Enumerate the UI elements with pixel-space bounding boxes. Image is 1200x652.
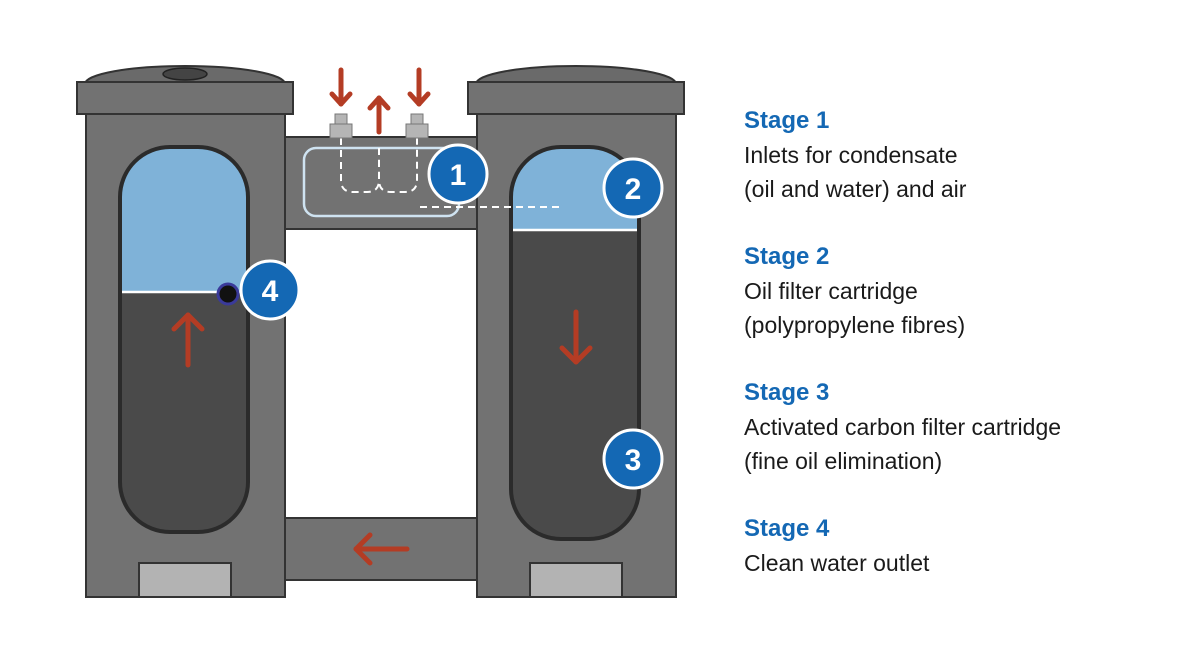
stage-title: Stage 2 (744, 243, 830, 270)
left-cartridge-filter (120, 292, 248, 532)
stage-text: Oil filter cartridge (744, 278, 918, 304)
inlet-connectors (329, 113, 429, 139)
badge-number: 4 (262, 275, 279, 308)
stage-text: (polypropylene fibres) (744, 312, 966, 338)
right-cartridge-outline (509, 145, 641, 541)
flow-arrows (171, 67, 593, 566)
left-cap (76, 81, 294, 115)
left-base-plate (138, 562, 232, 598)
stage-text: (fine oil elimination) (744, 448, 943, 474)
right-cap (467, 81, 685, 115)
stage-title: Stage 4 (744, 515, 830, 542)
stage-1-description: Stage 1 Inlets for condensate (oil and w… (744, 104, 1184, 240)
arrow-down-icon (329, 67, 353, 107)
arrow-up-icon (171, 312, 205, 368)
badge-stage-4: 4 (239, 259, 301, 321)
right-cartridge-filter (511, 230, 639, 539)
stage-title: Stage 3 (744, 379, 830, 406)
badge-number: 1 (450, 159, 467, 192)
stage-legend: Stage 1 Inlets for condensate (oil and w… (744, 104, 1184, 648)
clean-water-outlet (216, 282, 240, 306)
stage-text: (oil and water) and air (744, 176, 967, 202)
badge-stage-2: 2 (602, 157, 664, 219)
stage-text: Inlets for condensate (744, 142, 958, 168)
badge-number: 3 (625, 444, 642, 477)
inlet-dashed-tubes (340, 138, 560, 208)
stage-2-description: Stage 2 Oil filter cartridge (polypropyl… (744, 240, 1184, 376)
badge-stage-1: 1 (427, 143, 489, 205)
arrow-down-icon (559, 309, 593, 365)
oil-water-separator-diagram: 1 2 3 4 (76, 65, 685, 598)
stage-3-description: Stage 3 Activated carbon filter cartridg… (744, 376, 1184, 512)
arrow-left-icon (353, 532, 410, 566)
stage-title: Stage 1 (744, 107, 830, 134)
left-cartridge-outline (118, 145, 250, 534)
right-base-plate (529, 562, 623, 598)
stage-text: Activated carbon filter cartridge (744, 414, 1062, 440)
left-housing (76, 65, 294, 598)
badge-number: 2 (625, 173, 642, 206)
stage-4-description: Stage 4 Clean water outlet (744, 512, 1184, 648)
arrow-up-icon (367, 95, 391, 135)
badge-stage-3: 3 (602, 428, 664, 490)
stage-text: Clean water outlet (744, 550, 930, 576)
arrow-down-icon (407, 67, 431, 107)
left-lid-knob (162, 67, 208, 81)
